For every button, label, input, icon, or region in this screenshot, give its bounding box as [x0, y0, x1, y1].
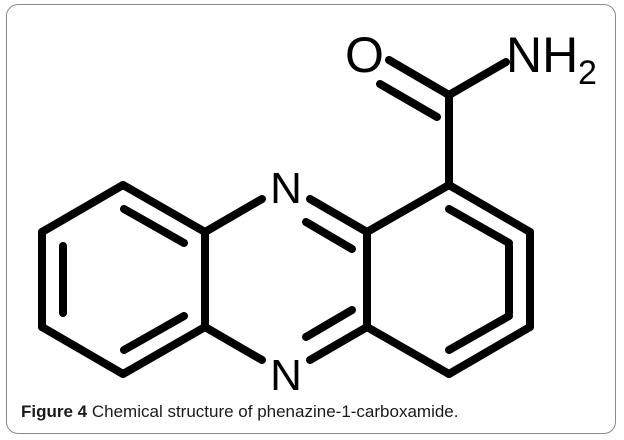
- bond: [445, 181, 534, 236]
- bond: [201, 195, 266, 236]
- bond: [363, 181, 453, 236]
- bond: [120, 312, 188, 354]
- bond: [376, 80, 441, 121]
- caption-label: Figure 4: [21, 402, 88, 421]
- atom-oxygen: O: [345, 27, 384, 83]
- bonds: [38, 56, 534, 378]
- bond: [119, 323, 209, 378]
- bond: [38, 181, 127, 236]
- atom-subscript: 2: [578, 54, 597, 92]
- bond: [119, 181, 209, 236]
- bond: [363, 323, 453, 378]
- bond: [306, 195, 371, 236]
- bond: [445, 205, 513, 247]
- atom-amide-nitrogen: NH: [506, 27, 578, 83]
- bond: [445, 58, 510, 99]
- caption-text: Chemical structure of phenazine-1-carbox…: [91, 402, 459, 421]
- atom-top-nitrogen: N: [270, 164, 302, 213]
- bond: [120, 205, 188, 247]
- atom-bottom-nitrogen: N: [270, 351, 302, 400]
- bond: [302, 218, 356, 253]
- bond: [201, 323, 266, 364]
- bond: [445, 323, 534, 378]
- bond: [385, 56, 453, 99]
- bond: [306, 323, 371, 364]
- bond: [38, 323, 127, 378]
- bond: [302, 306, 356, 341]
- bond: [445, 312, 513, 354]
- figure-caption: Figure 4 Chemical structure of phenazine…: [21, 402, 458, 422]
